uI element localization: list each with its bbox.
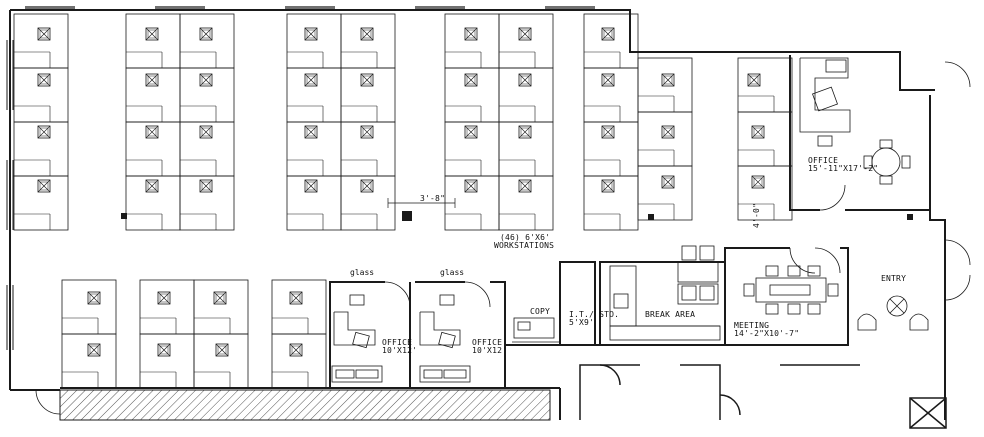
office-large-size-label: 15'-11"X17'-2"	[808, 164, 879, 173]
workstation-cluster-7	[737, 57, 793, 221]
left-windows	[6, 40, 14, 350]
workstation-cluster-1	[13, 13, 69, 231]
office-b-name-label: OFFICE	[472, 338, 503, 347]
entry-furniture	[857, 295, 929, 331]
building-outline	[9, 9, 946, 420]
meeting-furniture	[743, 265, 839, 315]
meeting-name-label: MEETING	[734, 321, 770, 330]
it-storage-size-label: 5'X9'	[569, 318, 595, 327]
break-area-label: BREAK AREA	[645, 310, 696, 319]
glass-b-label: glass	[440, 268, 465, 277]
it-storage-name-label: I.T./ STO.	[569, 310, 620, 319]
hatched-corridor	[59, 389, 551, 421]
copy-machine	[512, 317, 560, 343]
glass-a-label: glass	[350, 268, 375, 277]
meeting-size-label: 14'-2"X10'-7"	[734, 329, 800, 338]
workstation-cluster-2	[125, 13, 235, 231]
workstations-count-label: (46) 6'X6'	[500, 233, 551, 242]
dimension-workstation-gap-label: 3'-8"	[420, 194, 446, 203]
office-b-furniture	[419, 294, 471, 383]
office-a-size-label: 10'X12'	[382, 346, 418, 355]
workstation-cluster-9	[139, 279, 249, 389]
top-windows	[25, 6, 595, 10]
office-large-furniture	[799, 57, 911, 185]
office-a-name-label: OFFICE	[382, 338, 413, 347]
workstation-cluster-6	[637, 57, 693, 221]
lower-corridor	[579, 364, 947, 429]
columns	[121, 211, 913, 221]
entry-label: ENTRY	[881, 274, 907, 283]
dimension-line-workstation	[387, 198, 456, 208]
doors	[35, 61, 971, 415]
workstation-cluster-3	[286, 13, 396, 231]
workstation-cluster-4	[444, 13, 554, 231]
workstations-label: WORKSTATIONS	[494, 241, 555, 250]
room-walls	[329, 55, 930, 388]
workstation-cluster-8	[61, 279, 117, 389]
office-b-size-label: 10'X12'	[472, 346, 508, 355]
break-area-furniture	[609, 245, 721, 341]
copy-label: COPY	[530, 307, 551, 316]
dimension-vertical-label: 4'-0"	[752, 202, 761, 228]
office-large-name-label: OFFICE	[808, 156, 839, 165]
office-a-furniture	[331, 294, 383, 383]
workstation-cluster-10	[271, 279, 327, 389]
